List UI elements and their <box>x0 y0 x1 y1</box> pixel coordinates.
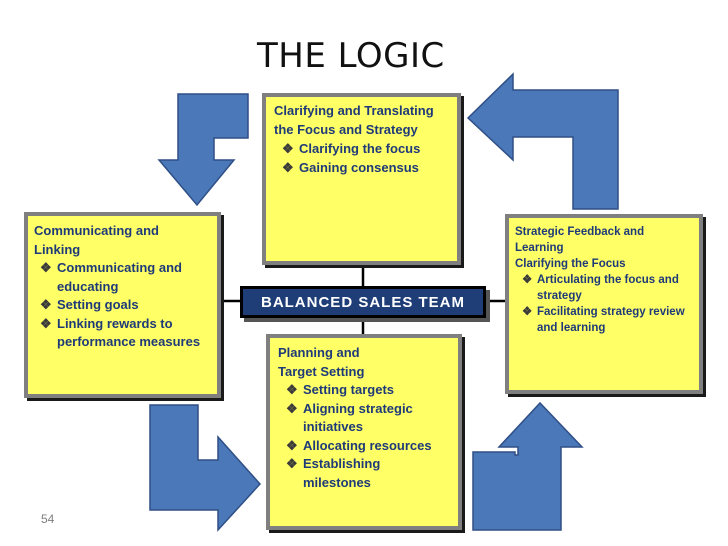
arrow-right-to-top <box>466 72 619 210</box>
box-heading: Strategic Feedback and Learning Clarifyi… <box>515 226 645 270</box>
list-item: ❖Aligning strategic initiatives <box>286 400 413 435</box>
list-item: ❖Gaining consensus <box>282 160 419 175</box>
box-strategic-feedback: Strategic Feedback and Learning Clarifyi… <box>505 214 703 394</box>
box-planning-target: Planning and Target Setting ❖Setting tar… <box>266 334 462 530</box>
list-item: ❖Establishing milestones <box>286 456 381 490</box>
page-number: 54 <box>41 512 55 526</box>
diamond-bullet-icon: ❖ <box>282 141 294 156</box>
diamond-bullet-icon: ❖ <box>40 297 52 312</box>
list-item: ❖Setting goals <box>40 296 211 315</box>
box-communicating-linking: Communicating and Linking ❖Communicating… <box>24 212 221 398</box>
arrow-bottom-to-right <box>472 401 584 531</box>
list-item: ❖Linking rewards to performance measures <box>40 315 201 350</box>
diamond-bullet-icon: ❖ <box>286 382 298 397</box>
list-item: ❖Articulating the focus and strategy <box>522 274 679 302</box>
diamond-bullet-icon: ❖ <box>40 315 52 331</box>
list-item: ❖Facilitating strategy review and learni… <box>522 306 685 334</box>
diamond-bullet-icon: ❖ <box>282 160 294 175</box>
box-heading: Communicating and Linking <box>34 223 159 257</box>
page-title: THE LOGIC <box>257 36 445 76</box>
list-item: ❖Clarifying the focus <box>282 141 421 156</box>
diamond-bullet-icon: ❖ <box>522 306 533 318</box>
diamond-bullet-icon: ❖ <box>522 274 533 286</box>
box-clarifying-translating: Clarifying and Translating the Focus and… <box>262 93 461 265</box>
diamond-bullet-icon: ❖ <box>286 437 298 453</box>
diamond-bullet-icon: ❖ <box>40 260 52 275</box>
arrow-left-to-bottom <box>149 404 262 532</box>
list-item: ❖Communicating and educating <box>40 260 182 294</box>
list-item: ❖Allocating resources <box>286 437 450 456</box>
box-heading: Planning and Target Setting <box>278 345 365 379</box>
balanced-sales-team-label: BALANCED SALES TEAM <box>240 286 486 318</box>
box-heading: Clarifying and Translating the Focus and… <box>274 103 434 137</box>
diamond-bullet-icon: ❖ <box>286 456 298 471</box>
arrow-top-to-left <box>157 93 249 207</box>
list-item: ❖Setting targets <box>286 381 450 400</box>
diamond-bullet-icon: ❖ <box>286 400 298 416</box>
